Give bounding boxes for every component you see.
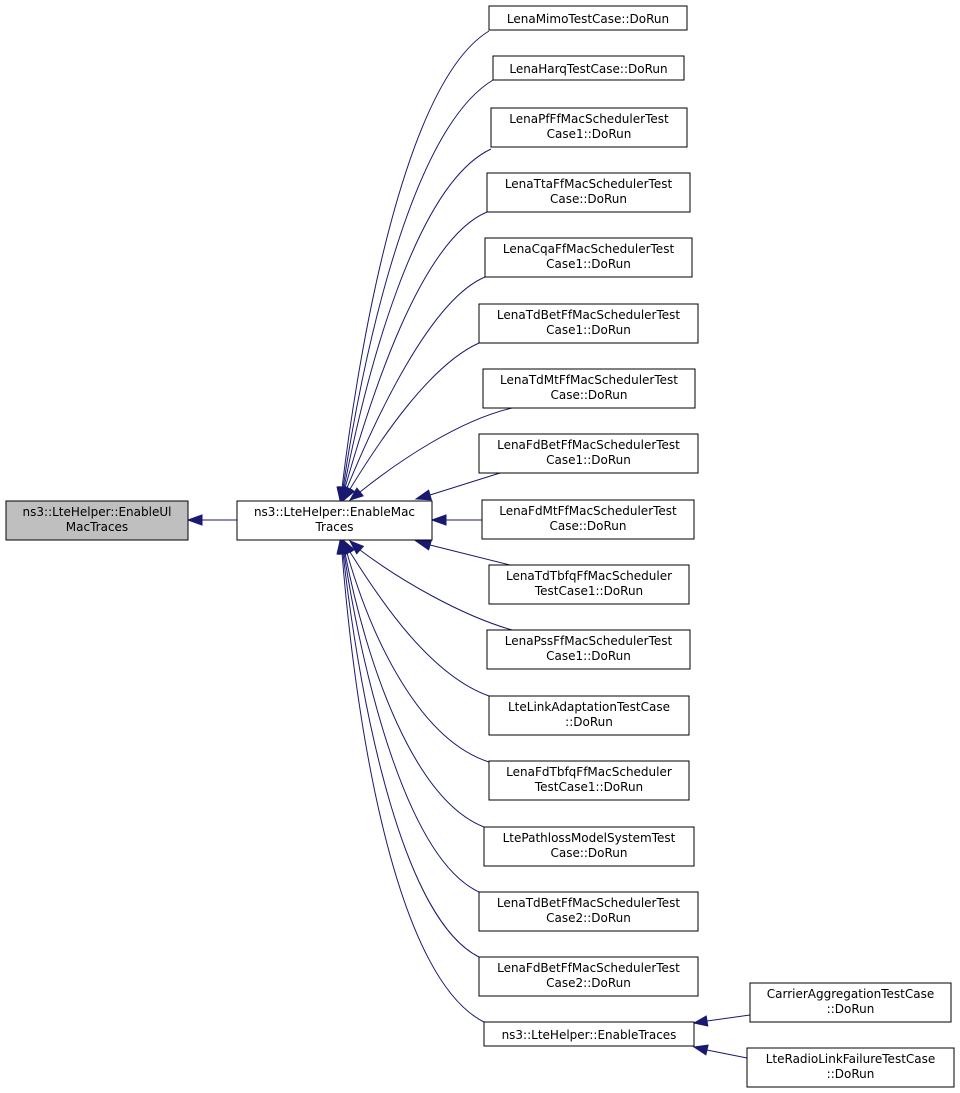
node-label-line: Case::DoRun: [549, 519, 626, 533]
arrowhead: [336, 539, 348, 555]
node-lte-pathloss[interactable]: LtePathlossModelSystemTest Case::DoRun: [483, 826, 695, 867]
node-label-line: Case2::DoRun: [546, 976, 631, 990]
edge-lena_tdbet1-to-enable_mac_traces: [349, 342, 480, 490]
node-lena-fdtbfq[interactable]: LenaFdTbfqFfMacScheduler TestCase1::DoRu…: [488, 760, 690, 801]
node-label-line: MacTraces: [66, 520, 128, 534]
edge-lena_tta-to-enable_mac_traces: [344, 211, 488, 489]
node-label-line: Case::DoRun: [550, 388, 627, 402]
node-lena-tta[interactable]: LenaTtaFfMacSchedulerTest Case::DoRun: [486, 172, 691, 213]
node-lena-fdmt[interactable]: LenaFdMtFfMacSchedulerTest Case::DoRun: [481, 499, 695, 540]
node-label-line: Case1::DoRun: [546, 257, 631, 271]
node-label-line: ns3::LteHelper::EnableUl: [23, 505, 172, 519]
node-label-line: LenaPfFfMacSchedulerTest: [509, 112, 669, 126]
arrowhead: [343, 485, 356, 502]
edge-lena_tdmt-to-enable_mac_traces: [359, 407, 513, 493]
node-enable-traces[interactable]: ns3::LteHelper::EnableTraces: [483, 1021, 695, 1047]
arrowhead: [692, 1015, 709, 1027]
node-label-line: LenaPssFfMacSchedulerTest: [505, 634, 673, 648]
node-label-line: Case::DoRun: [550, 192, 627, 206]
arrowhead: [348, 540, 365, 555]
edge-lena_harq-to-enable_mac_traces: [342, 79, 494, 489]
node-label-line: LtePathlossModelSystemTest: [503, 831, 676, 845]
edge-radio_link_failure-to-enable_traces: [706, 1049, 748, 1059]
edge-lena_pf-to-enable_mac_traces: [343, 148, 492, 489]
node-label-line: LenaFdMtFfMacSchedulerTest: [499, 504, 677, 518]
node-label-line: ::DoRun: [827, 1002, 875, 1016]
node-enable-mac-traces[interactable]: ns3::LteHelper::EnableMac Traces: [236, 500, 433, 541]
node-label-line: Case1::DoRun: [546, 323, 631, 337]
arrowhead: [414, 539, 433, 551]
node-carrier-aggregation[interactable]: CarrierAggregationTestCase ::DoRun: [749, 982, 952, 1023]
node-lena-harq[interactable]: LenaHarqTestCase::DoRun: [492, 55, 685, 81]
edge-lena_tdtbfq-to-enable_mac_traces: [429, 544, 511, 566]
node-label-line: LenaHarqTestCase::DoRun: [509, 62, 667, 76]
node-label-line: LteRadioLinkFailureTestCase: [766, 1052, 936, 1066]
node-label-line: LenaTdBetFfMacSchedulerTest: [497, 308, 681, 322]
node-label-line: LenaTdMtFfMacSchedulerTest: [500, 373, 678, 387]
arrowhead: [186, 514, 203, 526]
edges-layer: [186, 30, 751, 1059]
node-label-line: LenaFdTbfqFfMacScheduler: [506, 765, 672, 779]
node-label-line: LenaTdTbfqFfMacScheduler: [506, 569, 672, 583]
node-label-line: ::DoRun: [565, 715, 613, 729]
arrowhead: [430, 514, 447, 526]
edge-lena_fdbet2-to-enable_mac_traces: [342, 552, 480, 958]
node-lena-mimo[interactable]: LenaMimoTestCase::DoRun: [488, 5, 688, 31]
node-label-line: Case2::DoRun: [546, 911, 631, 925]
node-label-line: LenaFdBetFfMacSchedulerTest: [497, 438, 680, 452]
node-lena-pf[interactable]: LenaPfFfMacSchedulerTest Case1::DoRun: [490, 107, 688, 148]
edge-lena_tdbet2-to-enable_mac_traces: [343, 552, 480, 893]
node-lena-tdbet2[interactable]: LenaTdBetFfMacSchedulerTest Case2::DoRun: [478, 891, 699, 932]
node-label-line: LenaCqaFfMacSchedulerTest: [503, 242, 675, 256]
arrowhead: [348, 487, 364, 501]
arrowhead: [414, 489, 433, 501]
node-lena-pss[interactable]: LenaPssFfMacSchedulerTest Case1::DoRun: [486, 629, 691, 670]
edge-lena_pss-to-enable_mac_traces: [359, 549, 513, 631]
node-label-line: Case::DoRun: [550, 846, 627, 860]
edge-lena_fdbet1-to-enable_mac_traces: [429, 472, 501, 496]
node-label-line: LenaTdBetFfMacSchedulerTest: [497, 896, 681, 910]
node-lena-tdbet1[interactable]: LenaTdBetFfMacSchedulerTest Case1::DoRun: [478, 303, 699, 344]
node-radio-link-failure[interactable]: LteRadioLinkFailureTestCase ::DoRun: [746, 1047, 955, 1088]
edge-lena_cqa-to-enable_mac_traces: [346, 276, 486, 489]
node-label-line: ns3::LteHelper::EnableMac: [254, 505, 415, 519]
node-label-line: LenaMimoTestCase::DoRun: [507, 12, 669, 26]
node-lena-cqa[interactable]: LenaCqaFfMacSchedulerTest Case1::DoRun: [484, 237, 693, 278]
node-label-line: LenaTtaFfMacSchedulerTest: [505, 177, 673, 191]
node-label-line: ns3::LteHelper::EnableTraces: [502, 1028, 677, 1042]
edge-lte_pathloss-to-enable_mac_traces: [344, 552, 485, 828]
node-label-line: Case1::DoRun: [546, 453, 631, 467]
node-lena-tdtbfq[interactable]: LenaTdTbfqFfMacScheduler TestCase1::DoRu…: [488, 564, 690, 605]
node-lena-fdbet2[interactable]: LenaFdBetFfMacSchedulerTest Case2::DoRun: [478, 956, 699, 997]
node-label-line: CarrierAggregationTestCase: [767, 987, 935, 1001]
node-label-line: LenaFdBetFfMacSchedulerTest: [497, 961, 680, 975]
edge-lena_fdtbfq-to-enable_mac_traces: [346, 552, 490, 763]
node-label-line: TestCase1::DoRun: [534, 584, 643, 598]
node-lte-link-adaptation[interactable]: LteLinkAdaptationTestCase ::DoRun: [488, 695, 690, 736]
node-label-line: Case1::DoRun: [546, 649, 631, 663]
node-enable-ul-mac-traces[interactable]: ns3::LteHelper::EnableUl MacTraces: [5, 500, 189, 541]
edge-lte_link_adaptation-to-enable_mac_traces: [349, 551, 490, 697]
node-label-line: Traces: [314, 520, 353, 534]
node-label-line: LteLinkAdaptationTestCase: [508, 700, 670, 714]
node-label-line: ::DoRun: [827, 1067, 875, 1081]
arrowhead: [692, 1044, 709, 1056]
edge-carrier_aggregation-to-enable_traces: [706, 1014, 751, 1022]
edge-lena_mimo-to-enable_mac_traces: [341, 30, 490, 489]
edge-enable_traces-to-enable_mac_traces: [341, 552, 485, 1023]
node-label-line: TestCase1::DoRun: [534, 780, 643, 794]
node-lena-fdbet1[interactable]: LenaFdBetFfMacSchedulerTest Case1::DoRun: [478, 433, 699, 474]
node-lena-tdmt[interactable]: LenaTdMtFfMacSchedulerTest Case::DoRun: [482, 368, 696, 409]
node-label-line: Case1::DoRun: [547, 127, 632, 141]
